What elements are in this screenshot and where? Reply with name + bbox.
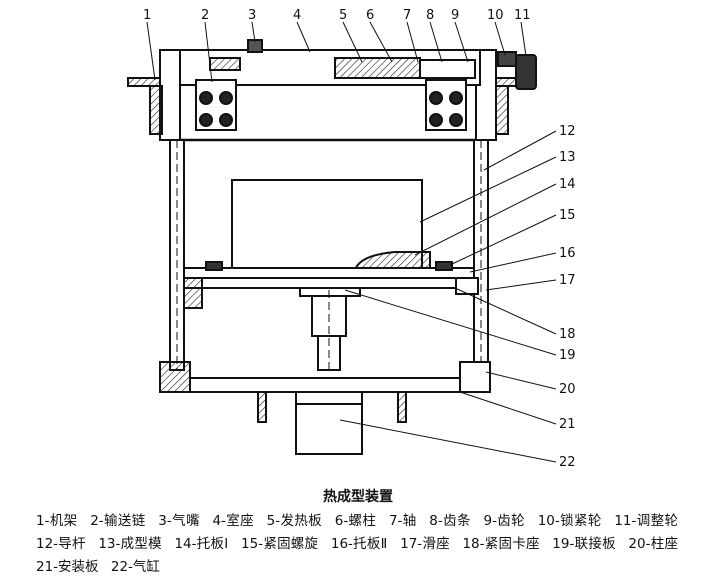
callout-15: 15 [559, 208, 576, 223]
chamber-seat [179, 39, 537, 90]
callout-16: 16 [559, 246, 576, 261]
legend-item: 18-紧固卡座 [462, 536, 540, 552]
legend-item: 5-发热板 [266, 513, 323, 529]
legend-item: 1-机架 [36, 513, 78, 529]
callout-21: 21 [559, 417, 576, 432]
air-cylinder [295, 391, 363, 455]
callout-17: 17 [559, 273, 576, 288]
callout-1: 1 [143, 8, 151, 23]
callout-12: 12 [559, 124, 576, 139]
callout-2: 2 [201, 8, 209, 23]
forming-mold [231, 179, 431, 279]
connecting-plate-and-rod [299, 287, 361, 372]
thermoforming-device-drawing: 1 2 3 4 5 6 7 8 9 10 11 12 13 14 15 16 1… [127, 8, 576, 470]
callout-18: 18 [559, 327, 576, 342]
callout-5: 5 [339, 8, 347, 23]
legend-item: 15-紧固螺旋 [241, 536, 319, 552]
legend-item: 10-锁紧轮 [537, 513, 602, 529]
callout-8: 8 [426, 8, 434, 23]
legend-item: 19-联接板 [552, 536, 616, 552]
part-callout-numbers: 1 2 3 4 5 6 7 8 9 10 11 12 13 14 15 16 1… [143, 8, 576, 470]
legend-item: 3-气嘴 [158, 513, 200, 529]
legend-item: 4-室座 [212, 513, 255, 529]
legend-item: 8-齿条 [429, 513, 471, 529]
parts-legend: 1-机架 2-输送链 3-气嘴 4-室座 5-发热板 6-螺柱 7-轴 8-齿条… [36, 510, 686, 579]
callout-11: 11 [514, 8, 531, 23]
legend-item: 11-调整轮 [614, 513, 678, 529]
conveyor-chain-left [195, 79, 237, 131]
leader-lines [146, 21, 557, 463]
conveyor-chain-right [425, 79, 467, 131]
callout-19: 19 [559, 348, 576, 363]
callout-14: 14 [559, 177, 576, 192]
legend-item: 7-轴 [388, 513, 417, 529]
legend-item: 17-滑座 [400, 536, 450, 552]
pallet-plates [183, 261, 479, 309]
callout-10: 10 [487, 8, 504, 23]
callout-7: 7 [403, 8, 411, 23]
legend-item: 20-柱座 [628, 536, 678, 552]
legend-item: 9-齿轮 [483, 513, 526, 529]
column-seats-and-mounting-plate [159, 361, 491, 423]
callout-22: 22 [559, 455, 576, 470]
callout-9: 9 [451, 8, 459, 23]
figure-caption-title: 热成型装置 [323, 489, 393, 505]
legend-item: 16-托板Ⅱ [330, 536, 388, 552]
legend-item: 22-气缸 [110, 559, 160, 575]
callout-6: 6 [366, 8, 374, 23]
machine-frame [127, 49, 527, 142]
callout-3: 3 [248, 8, 256, 23]
callout-20: 20 [559, 382, 576, 397]
guide-rods [169, 139, 489, 371]
legend-item: 2-输送链 [90, 513, 146, 529]
legend-item: 13-成型模 [98, 536, 162, 552]
legend-item: 12-导杆 [36, 536, 86, 552]
legend-item: 6-螺柱 [334, 513, 377, 529]
callout-13: 13 [559, 150, 576, 165]
legend-item: 14-托板Ⅰ [174, 536, 229, 552]
callout-4: 4 [293, 8, 301, 23]
legend-item: 21-安装板 [36, 559, 99, 575]
